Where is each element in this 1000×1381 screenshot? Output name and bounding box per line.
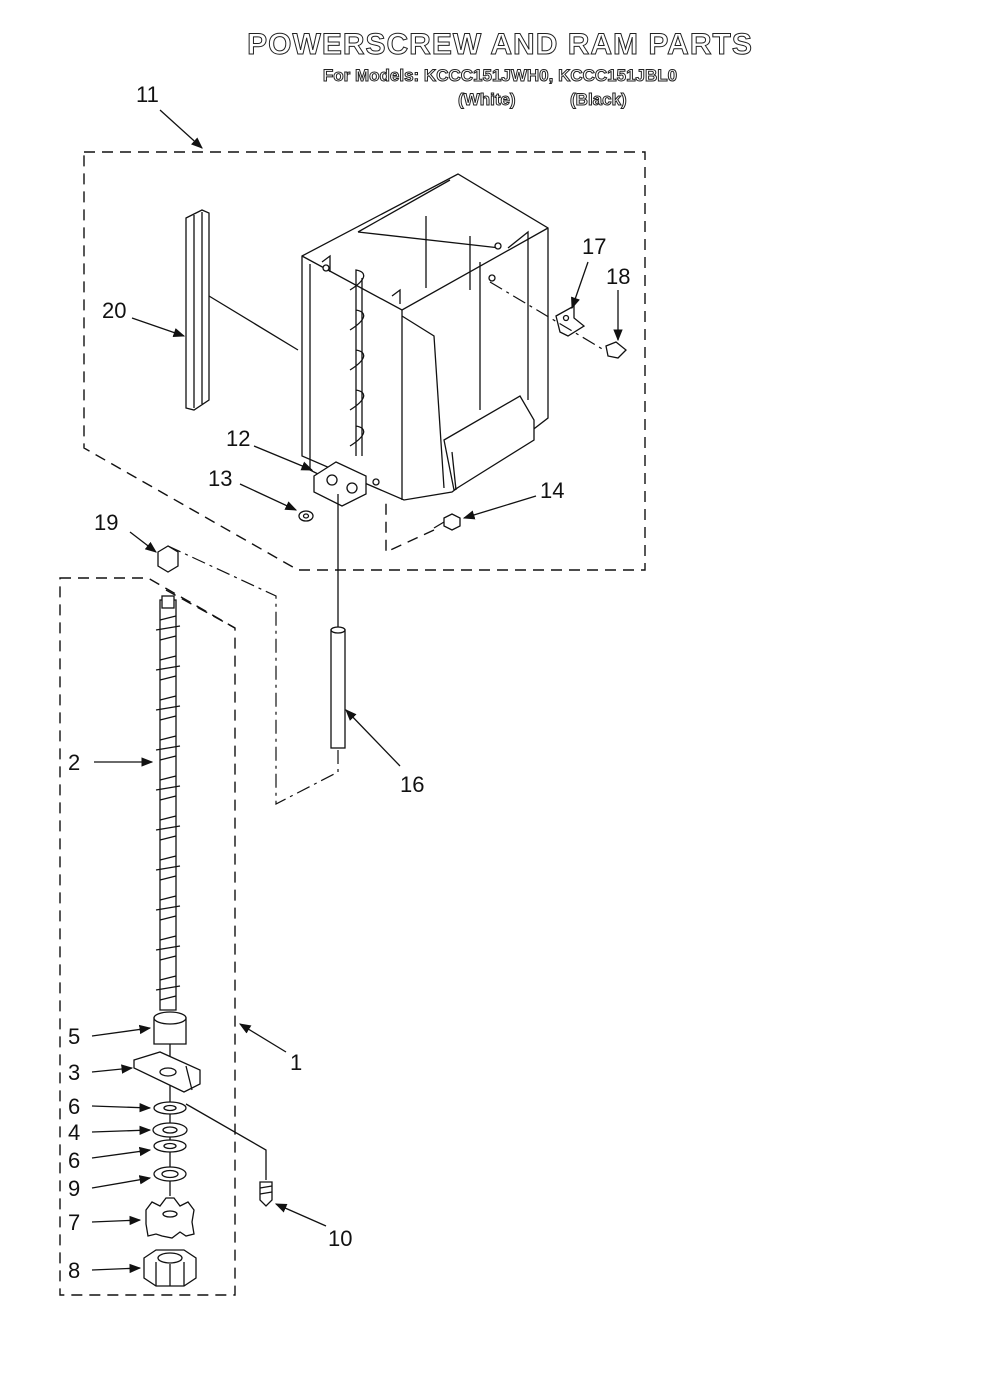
part-10-screw [259, 1181, 273, 1207]
part-19-cap [157, 545, 236, 629]
variant-white-label: (White) [458, 90, 517, 110]
callout-14: 14 [540, 478, 564, 503]
part-2-powerscrew [155, 595, 181, 1011]
part-18-screw [605, 341, 627, 359]
part-12-bracket [313, 461, 380, 507]
part-6-washer-lower [153, 1139, 187, 1153]
callout-7: 7 [68, 1210, 80, 1235]
callout-16: 16 [400, 772, 424, 797]
ram-assembly-outline [83, 151, 646, 571]
callout-11: 11 [136, 82, 159, 107]
part-3-plate [133, 1051, 267, 1180]
variant-black-label: (Black) [570, 90, 628, 110]
part-13-washer [298, 510, 314, 522]
part-6-washer-upper [153, 1101, 187, 1115]
powerscrew-assembly-outline [59, 577, 236, 1296]
callout-5: 5 [68, 1024, 80, 1049]
callout-2: 2 [68, 750, 80, 775]
callout-1: 1 [290, 1050, 302, 1075]
part-20-rail [185, 209, 299, 411]
part-7-sprocket [145, 1197, 195, 1239]
diagram-title: POWERSCREW AND RAM PARTS [247, 28, 753, 62]
leader-arrows [91, 109, 623, 1274]
callout-4: 4 [68, 1120, 80, 1145]
part-8-nut [143, 1249, 197, 1287]
callout-13: 13 [208, 466, 232, 491]
callout-18: 18 [606, 264, 630, 289]
callout-17: 17 [582, 234, 606, 259]
callout-12: 12 [226, 426, 250, 451]
models-subtitle: For Models: KCCC151JWH0, KCCC151JBL0 [322, 66, 678, 86]
ram-housing [301, 173, 549, 501]
callout-6-lower: 6 [68, 1148, 80, 1173]
callout-9: 9 [68, 1176, 80, 1201]
callout-3: 3 [68, 1060, 80, 1085]
part-14-screw [385, 500, 461, 554]
callout-6-upper: 6 [68, 1094, 80, 1119]
callout-8: 8 [68, 1258, 80, 1283]
callout-20: 20 [102, 298, 126, 323]
part-4-bearing [152, 1122, 188, 1138]
callout-10: 10 [328, 1226, 352, 1251]
part-16-rod [167, 494, 346, 805]
part-9-washer [153, 1166, 187, 1182]
callout-19: 19 [94, 510, 118, 535]
